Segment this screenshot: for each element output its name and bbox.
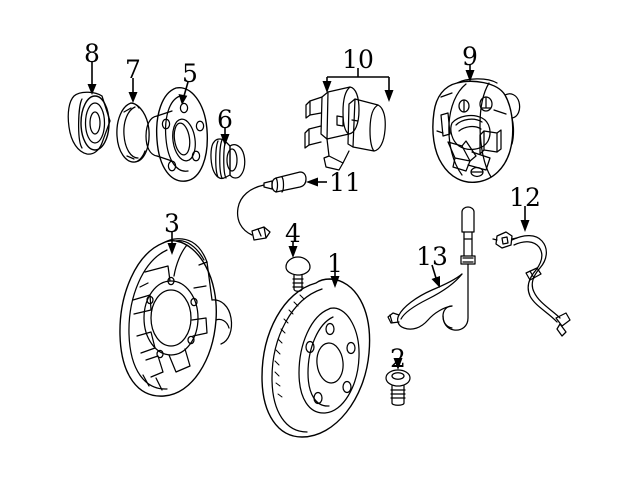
- leader-4: [288, 242, 298, 258]
- part-axle-nut: [210, 138, 246, 180]
- callout-label-12: 12: [509, 183, 541, 212]
- callout-label-8: 8: [84, 39, 100, 68]
- leader-10: [322, 68, 394, 102]
- part-brake-pads: [304, 86, 386, 171]
- callout-label-2: 2: [390, 344, 406, 373]
- callout-label-3: 3: [164, 209, 180, 238]
- part-snap-ring: [116, 102, 150, 163]
- callout-label-10: 10: [342, 45, 374, 74]
- callout-label-11: 11: [329, 168, 361, 197]
- part-rotor-screw: [385, 369, 411, 406]
- part-brake-hose: [492, 231, 571, 337]
- callout-numbers: 8 7 5 6 10 9 11 12 3 4 1 13 2: [84, 39, 541, 373]
- leader-5: [178, 81, 189, 105]
- callout-label-1: 1: [327, 249, 343, 278]
- part-wheel-hub: [145, 87, 209, 182]
- leader-1: [330, 272, 340, 288]
- callout-label-5: 5: [182, 59, 198, 88]
- callout-label-4: 4: [285, 219, 301, 248]
- part-wear-sensor: [236, 171, 307, 241]
- callout-label-7: 7: [125, 55, 141, 84]
- leader-9: [465, 65, 475, 82]
- leader-7: [128, 78, 138, 103]
- callout-label-13: 13: [416, 242, 448, 271]
- leader-6: [220, 128, 230, 146]
- part-wheel-bearing: [67, 91, 111, 155]
- leader-12: [520, 206, 530, 232]
- part-brake-caliper: [432, 78, 521, 184]
- callout-leaders: [87, 62, 530, 370]
- leader-13: [431, 264, 440, 288]
- leader-11: [306, 177, 327, 187]
- part-splash-shield: [119, 238, 233, 397]
- part-abs-speed-sensor: [387, 206, 476, 331]
- leader-3: [167, 232, 177, 255]
- part-brake-rotor: [261, 278, 371, 438]
- leader-2: [393, 358, 403, 370]
- callout-label-9: 9: [462, 42, 478, 71]
- callout-label-6: 6: [217, 105, 233, 134]
- leader-8: [87, 62, 97, 95]
